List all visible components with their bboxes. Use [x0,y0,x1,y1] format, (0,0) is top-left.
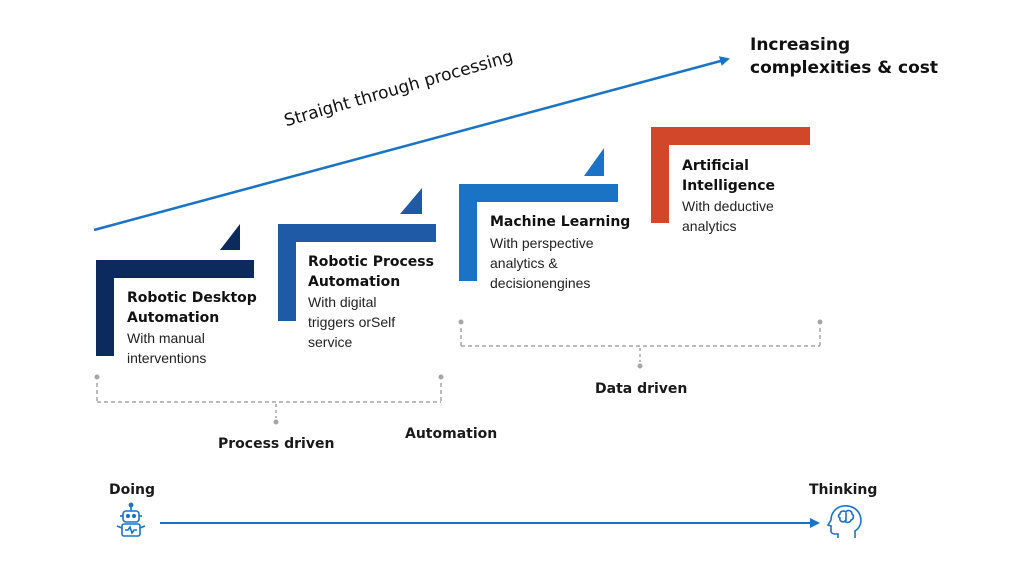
step-bracket-rpa [278,188,436,321]
complexity-label-line1: Increasing [750,35,851,55]
automation-label: Automation [405,426,498,442]
process-driven-brace [94,374,444,425]
data-driven-brace [458,319,823,369]
robot-icon [116,502,146,537]
step-ml-desc-line1: With perspective [490,235,594,251]
step-rpa-title-line2: Automation [308,274,401,290]
process-driven-label: Process driven [218,436,335,452]
step-rda-desc-line1: With manual [127,330,205,346]
step-bracket-ai [651,127,810,223]
doing-label: Doing [109,482,156,498]
step-ai-desc-line1: With deductive [682,198,774,214]
step-rpa-desc-line2: triggers orSelf [308,314,396,330]
step-rda-title-line2: Automation [127,310,220,326]
step-ml-desc-line3: decisionengines [490,275,591,291]
data-driven-label: Data driven [595,381,688,397]
brain-head-icon [826,505,862,538]
step-rda-desc-line2: interventions [127,350,207,366]
step-ai-desc-line2: analytics [682,218,737,234]
step-ml-title-line1: Machine Learning [490,214,631,230]
thinking-label: Thinking [809,482,878,498]
complexity-label-line2: complexities & cost [750,58,939,78]
step-ml-desc-line2: analytics & [490,255,558,271]
step-rpa-title-line1: Robotic Process [308,254,434,270]
complexity-arrow [93,56,730,232]
step-rpa-desc-line1: With digital [308,294,377,310]
step-rda-title-line1: Robotic Desktop [127,290,257,306]
step-bracket-rda [96,224,254,356]
step-rpa-desc-line3: service [308,334,353,350]
step-bracket-ml [459,148,618,281]
step-ai-title-line1: Artificial [682,158,749,174]
step-ai-title-line2: Intelligence [682,178,776,194]
